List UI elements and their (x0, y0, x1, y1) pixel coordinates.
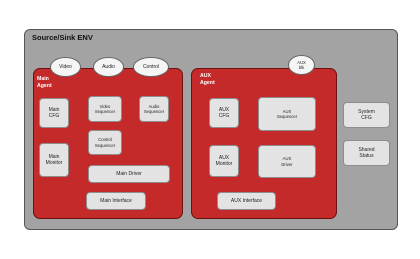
audio-port: Audio (93, 57, 124, 77)
main-monitor-box: Main Monitor (39, 143, 69, 177)
aux-monitor-box: AUX Monitor (209, 145, 239, 177)
aux-interface-box: AUX Interface (217, 192, 276, 210)
aux-blk-port: AUX blk (288, 55, 315, 75)
main-cfg-box: Main CFG (39, 98, 69, 128)
control-port: Control (133, 57, 169, 77)
main-agent-title: Main Agent (37, 76, 52, 89)
aux-cfg-box: AUX CFG (209, 98, 239, 128)
aux-agent (191, 68, 337, 219)
shared-status-box: Shared Status (343, 140, 390, 166)
system-cfg-box: System CFG (343, 102, 390, 128)
env-title: Source/Sink ENV (32, 33, 93, 42)
aux-agent-title: AUX Agent (200, 73, 215, 86)
video-sequencer-box: Video Sequencer (88, 96, 122, 122)
aux-driver-box: AUX Driver (258, 145, 316, 178)
video-port: Video (50, 57, 81, 77)
control-sequencer-box: Control Sequencer (88, 130, 122, 155)
aux-sequencer-box: AUX Sequencer (258, 97, 316, 131)
main-interface-box: Main Interface (86, 192, 146, 210)
audio-sequencer-box: Audio Sequencer (139, 96, 169, 122)
main-driver-box: Main Driver (88, 165, 170, 183)
